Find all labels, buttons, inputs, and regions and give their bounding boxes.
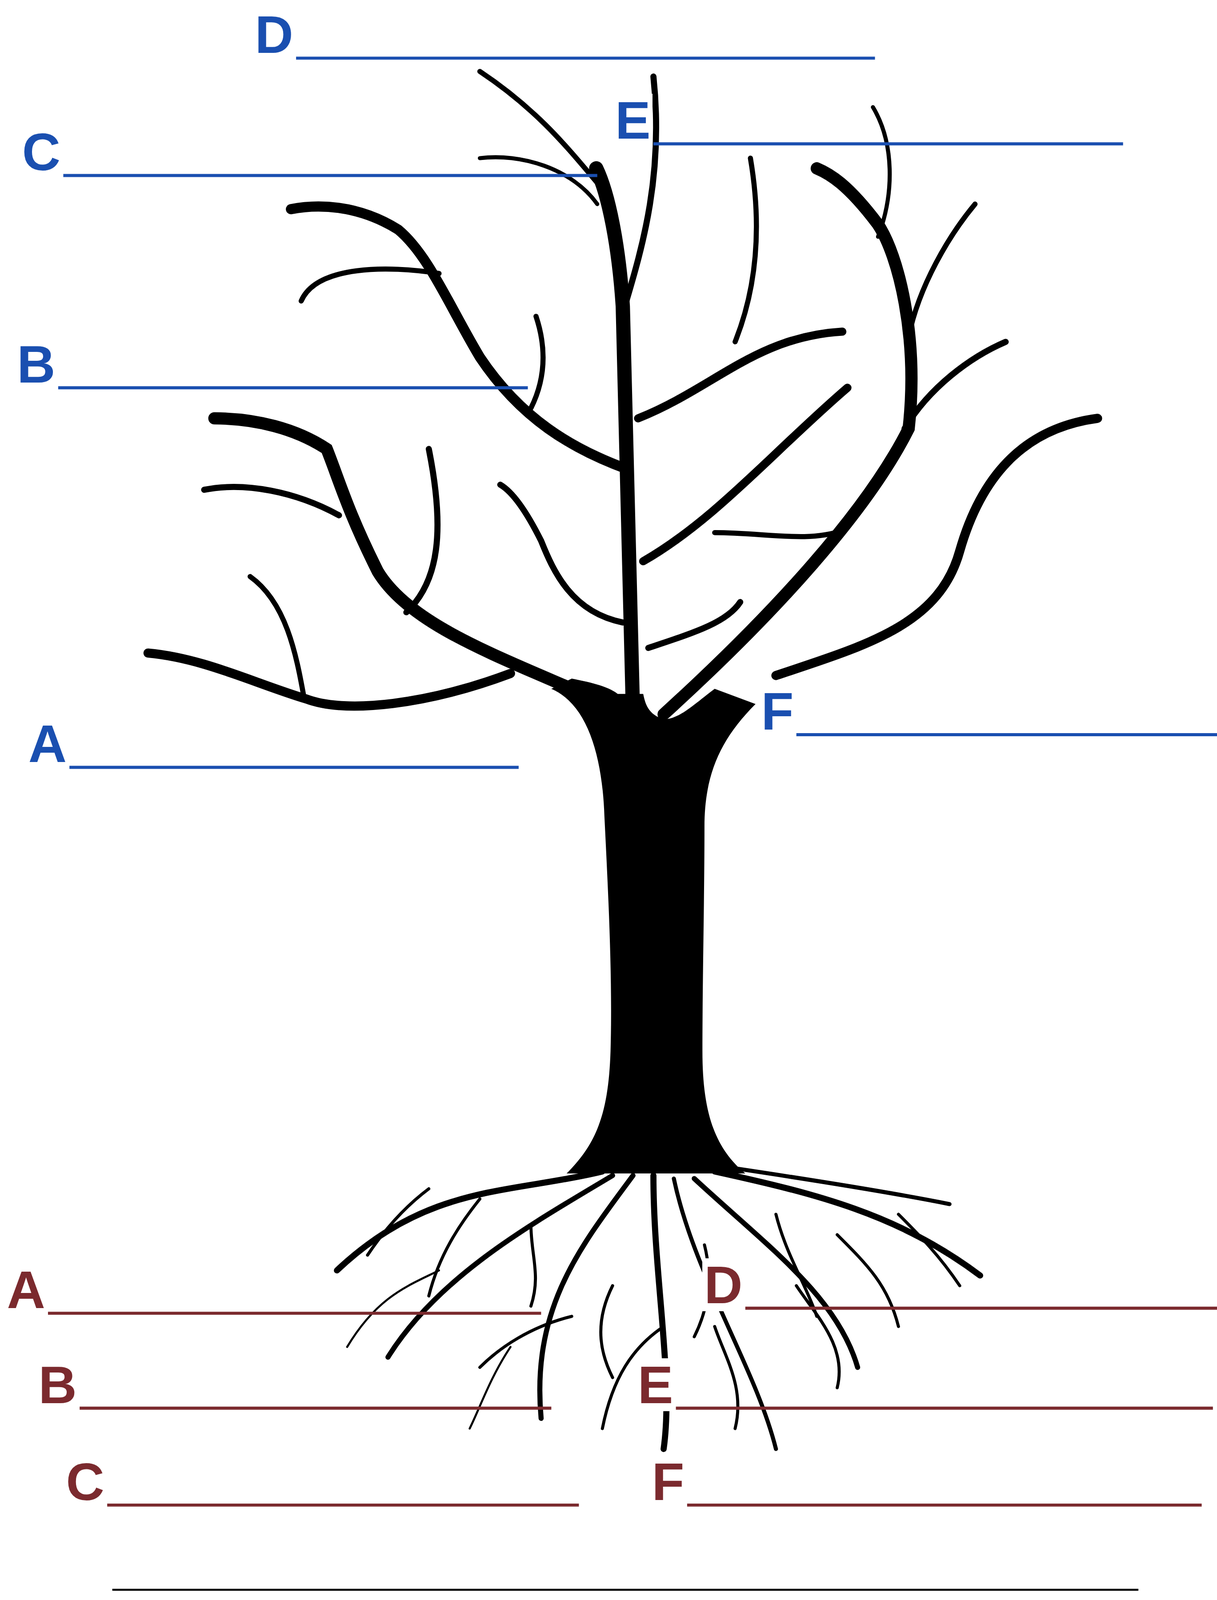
part-letter: F — [759, 684, 796, 738]
part-letter: A — [4, 1263, 47, 1317]
part-letter: E — [613, 93, 653, 147]
part-letter: B — [36, 1358, 79, 1412]
part-letter: E — [636, 1358, 676, 1412]
part-letter: C — [20, 125, 63, 179]
tree-branches — [148, 71, 1098, 715]
part-letter: D — [702, 1258, 745, 1312]
part-letter: A — [26, 717, 69, 771]
part-letter: B — [15, 337, 57, 391]
answer-lines — [48, 58, 1217, 1591]
part-letter: D — [253, 8, 296, 61]
tree-trunk — [551, 678, 756, 1174]
part-letter: F — [650, 1455, 687, 1509]
part-letter: C — [64, 1455, 107, 1509]
